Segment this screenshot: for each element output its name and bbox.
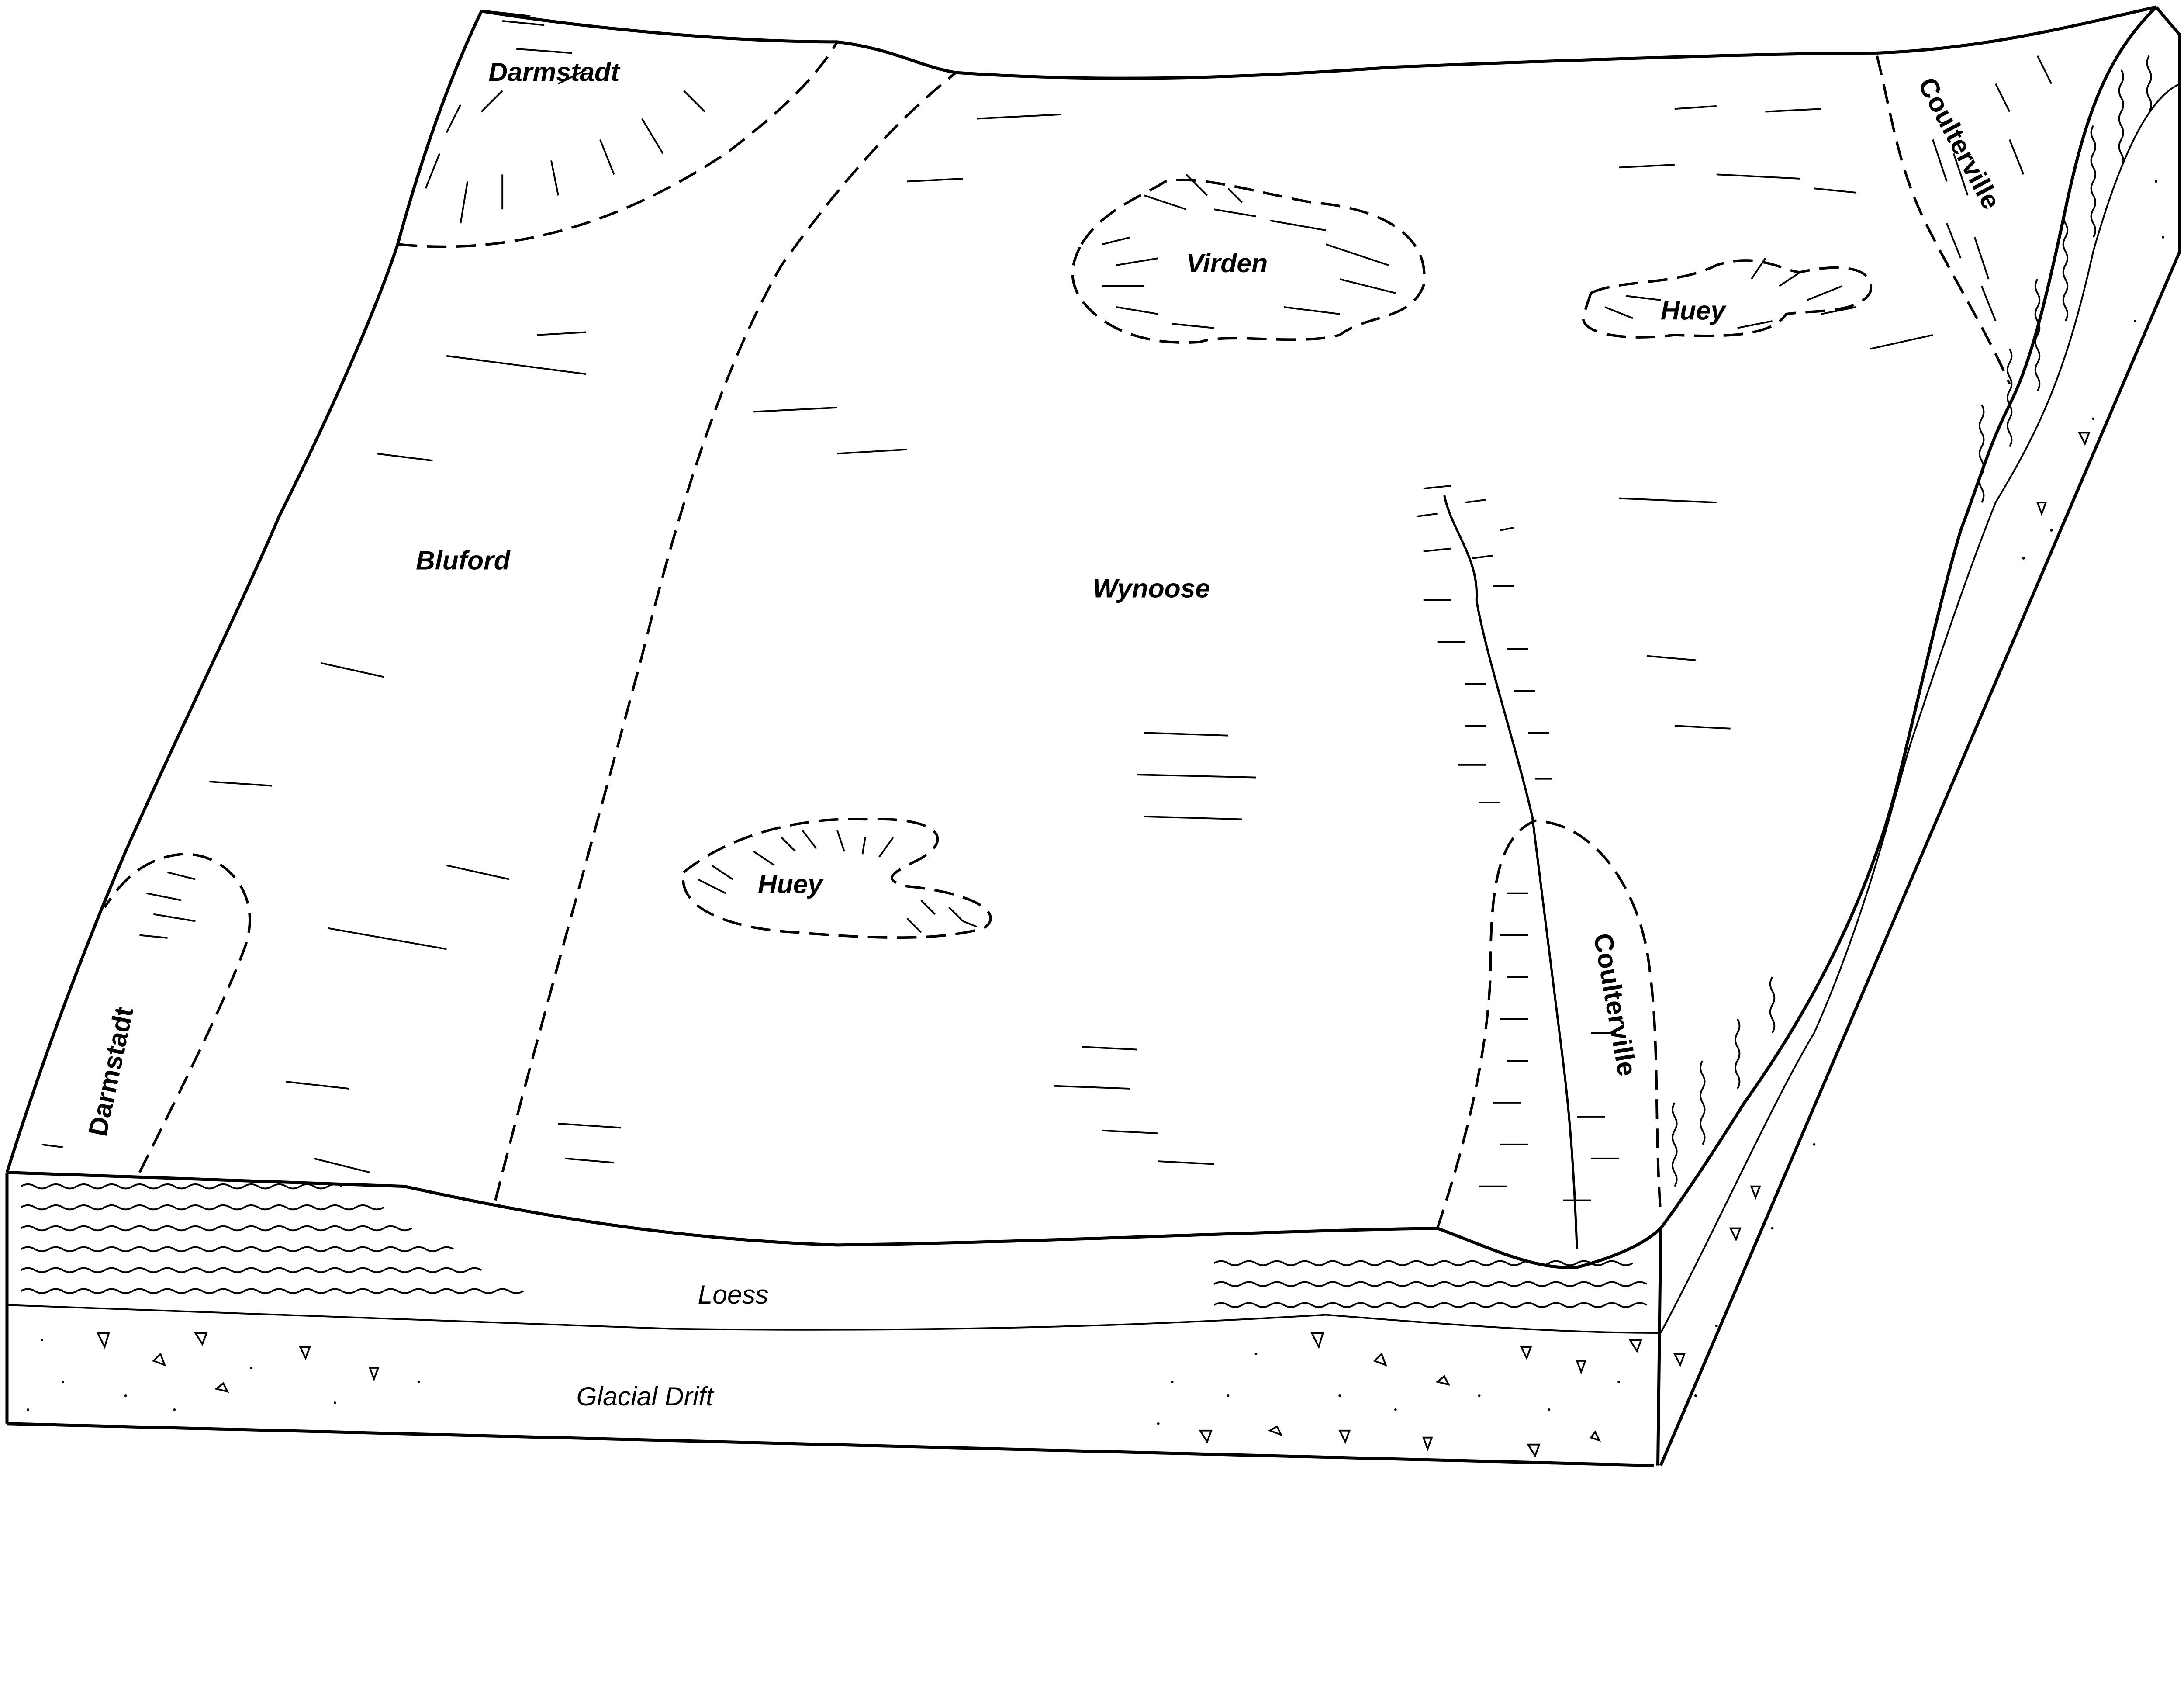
coulterville-top-boundary <box>1876 55 2011 384</box>
slope-hachures <box>41 20 2053 1201</box>
surface-back-edge <box>481 5 2156 80</box>
glacial-drift-texture <box>96 432 2091 1458</box>
label-darmstadt-left: Darmstadt <box>83 1004 139 1139</box>
drift-stipple <box>27 180 2164 1425</box>
stream-channel <box>1443 495 1578 1249</box>
virden-boundary <box>1071 178 1426 344</box>
loess-drift-boundary-right <box>1660 83 2181 1334</box>
label-darmstadt-top: Darmstadt <box>488 57 621 87</box>
label-coulterville-top: Coulterville <box>1912 73 2006 214</box>
darmstadt-top-boundary <box>397 41 839 248</box>
front-right-edge <box>1656 1228 1662 1466</box>
right-face-top-edge <box>1659 6 2157 1229</box>
coulterville-middle-boundary <box>1436 819 1662 1229</box>
huey-top-boundary <box>1582 259 1872 339</box>
label-wynoose: Wynoose <box>1093 573 1210 603</box>
label-glacial-drift: Glacial Drift <box>576 1381 714 1411</box>
huey-middle-boundary <box>682 817 992 939</box>
label-bluford: Bluford <box>416 546 511 575</box>
soil-boundaries <box>104 41 2011 1249</box>
bluford-wynoose-boundary <box>494 71 957 1201</box>
darmstadt-left-boundary <box>104 853 251 1173</box>
right-face-outer-edge <box>1659 6 2181 1467</box>
block-outline <box>5 5 2181 1467</box>
label-coulterville-middle: Coulterville <box>1588 931 1642 1078</box>
loess-drift-boundary-front <box>7 1304 1661 1334</box>
front-top-edge <box>7 1171 1662 1270</box>
label-huey-top: Huey <box>1661 296 1727 325</box>
label-loess: Loess <box>698 1280 768 1309</box>
loess-texture <box>20 55 2152 1308</box>
surface-left-edge <box>5 10 531 1173</box>
label-huey-middle: Huey <box>758 869 824 899</box>
label-virden: Virden <box>1186 248 1268 278</box>
soil-block-diagram: Darmstadt Bluford Wynoose Virden Huey Hu… <box>5 5 2181 1467</box>
front-bottom-edge <box>7 1422 1654 1467</box>
